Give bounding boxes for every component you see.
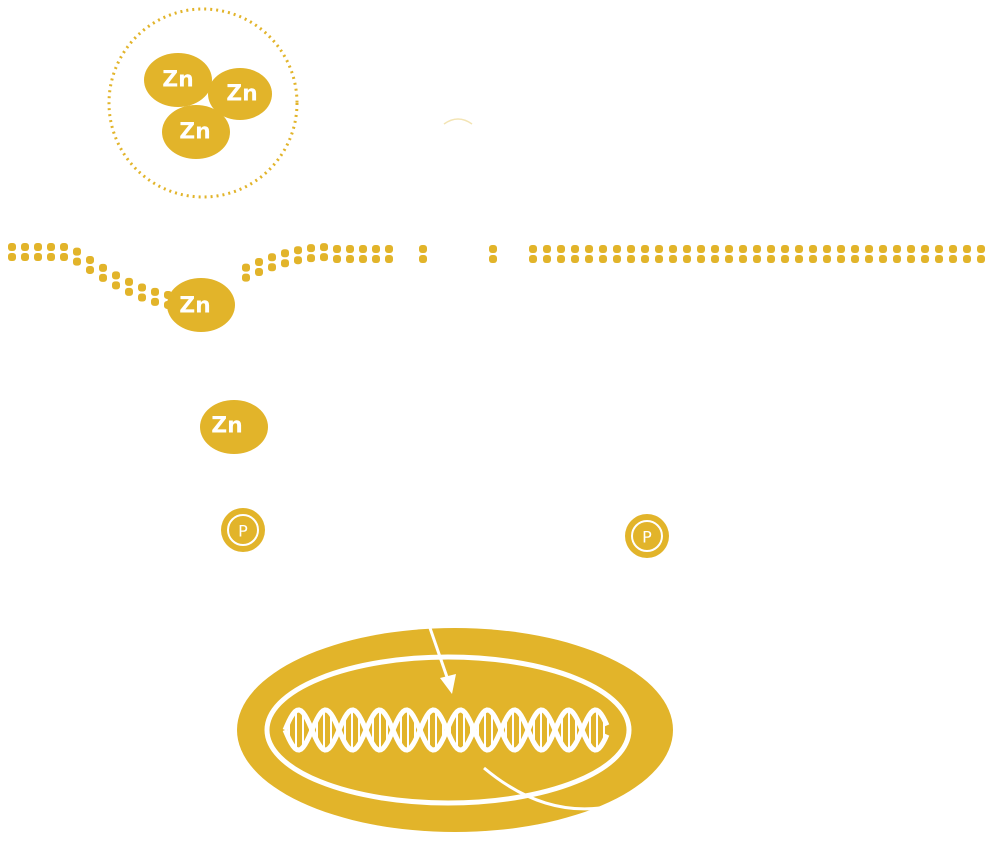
membrane-bead	[865, 245, 873, 263]
membrane-bead	[359, 245, 367, 263]
membrane-bead	[697, 245, 705, 263]
membrane-bead	[47, 243, 55, 261]
membrane-bead	[125, 277, 133, 296]
membrane-bead	[372, 245, 380, 263]
zinc-ion: Zn	[162, 105, 230, 159]
zinc-ion: Zn	[144, 53, 212, 107]
cell-membrane	[8, 243, 985, 309]
nucleus-envelope	[264, 654, 632, 806]
dna-helix	[282, 707, 610, 753]
zinc-ion: Zn	[208, 68, 272, 120]
membrane-bead	[599, 245, 607, 263]
membrane-bead	[268, 253, 276, 272]
membrane-bead	[320, 243, 328, 262]
signal-arrow	[428, 627, 456, 694]
vesicle-membrane	[107, 7, 299, 199]
membrane-bead	[489, 245, 497, 263]
membrane-bead	[949, 245, 957, 263]
membrane-bead	[935, 245, 943, 263]
membrane-bead	[307, 244, 315, 263]
membrane-bead	[893, 245, 901, 263]
membrane-bead	[669, 245, 677, 263]
faint-mark	[443, 118, 473, 125]
membrane-bead	[739, 245, 747, 263]
membrane-bead	[242, 263, 250, 282]
membrane-bead	[34, 243, 42, 261]
membrane-bead	[809, 245, 817, 263]
membrane-bead	[977, 245, 985, 263]
membrane-bead	[879, 245, 887, 263]
phosphate-right: P	[625, 514, 669, 558]
membrane-bead	[753, 245, 761, 263]
dna-strand	[282, 707, 610, 753]
membrane-bead	[151, 287, 159, 306]
phosphate-label: P	[642, 528, 652, 547]
phosphate-left: P	[221, 508, 265, 552]
membrane-bead	[8, 243, 16, 261]
phosphate-label: P	[238, 522, 248, 541]
membrane-bead	[963, 245, 971, 263]
zinc-label: Zn	[179, 120, 211, 145]
zinc-label: Zn	[162, 68, 194, 93]
membrane-bead	[627, 245, 635, 263]
membrane-bead	[419, 245, 427, 263]
cytosolic-zinc-ion: Zn	[200, 400, 268, 454]
membrane-bead	[837, 245, 845, 263]
membrane-bead	[823, 245, 831, 263]
membrane-bead	[99, 263, 107, 282]
membrane-bead	[294, 246, 302, 265]
membrane-bead	[255, 258, 263, 277]
membrane-bead	[921, 245, 929, 263]
membrane-bead	[138, 283, 146, 302]
membrane-bead	[333, 245, 341, 263]
membrane-bead	[73, 247, 81, 266]
membrane-bead	[385, 245, 393, 263]
membrane-bead	[907, 245, 915, 263]
membrane-bead	[767, 245, 775, 263]
membrane-bead	[585, 245, 593, 263]
membrane-bead	[711, 245, 719, 263]
membrane-bead	[725, 245, 733, 263]
membrane-bead	[60, 243, 68, 261]
membrane-bead	[655, 245, 663, 263]
membrane-zinc-ion: Zn	[167, 278, 235, 332]
membrane-bead	[543, 245, 551, 263]
zinc-label: Zn	[226, 82, 258, 107]
membrane-bead	[86, 255, 94, 274]
membrane-bead	[557, 245, 565, 263]
membrane-bead	[613, 245, 621, 263]
membrane-bead	[781, 245, 789, 263]
membrane-bead	[571, 245, 579, 263]
zinc-label: Zn	[211, 414, 243, 439]
membrane-bead	[641, 245, 649, 263]
membrane-bead	[529, 245, 537, 263]
membrane-bead	[346, 245, 354, 263]
nucleus-outer	[237, 628, 673, 832]
zinc-label: Zn	[179, 294, 211, 319]
membrane-bead	[683, 245, 691, 263]
nucleus-envelope-tail	[483, 766, 601, 811]
nucleus	[237, 627, 673, 832]
zinc-vesicle: Zn Zn Zn	[107, 7, 299, 199]
membrane-bead	[851, 245, 859, 263]
membrane-bead	[795, 245, 803, 263]
membrane-bead	[112, 271, 120, 290]
membrane-bead	[281, 249, 289, 268]
membrane-bead	[21, 243, 29, 261]
